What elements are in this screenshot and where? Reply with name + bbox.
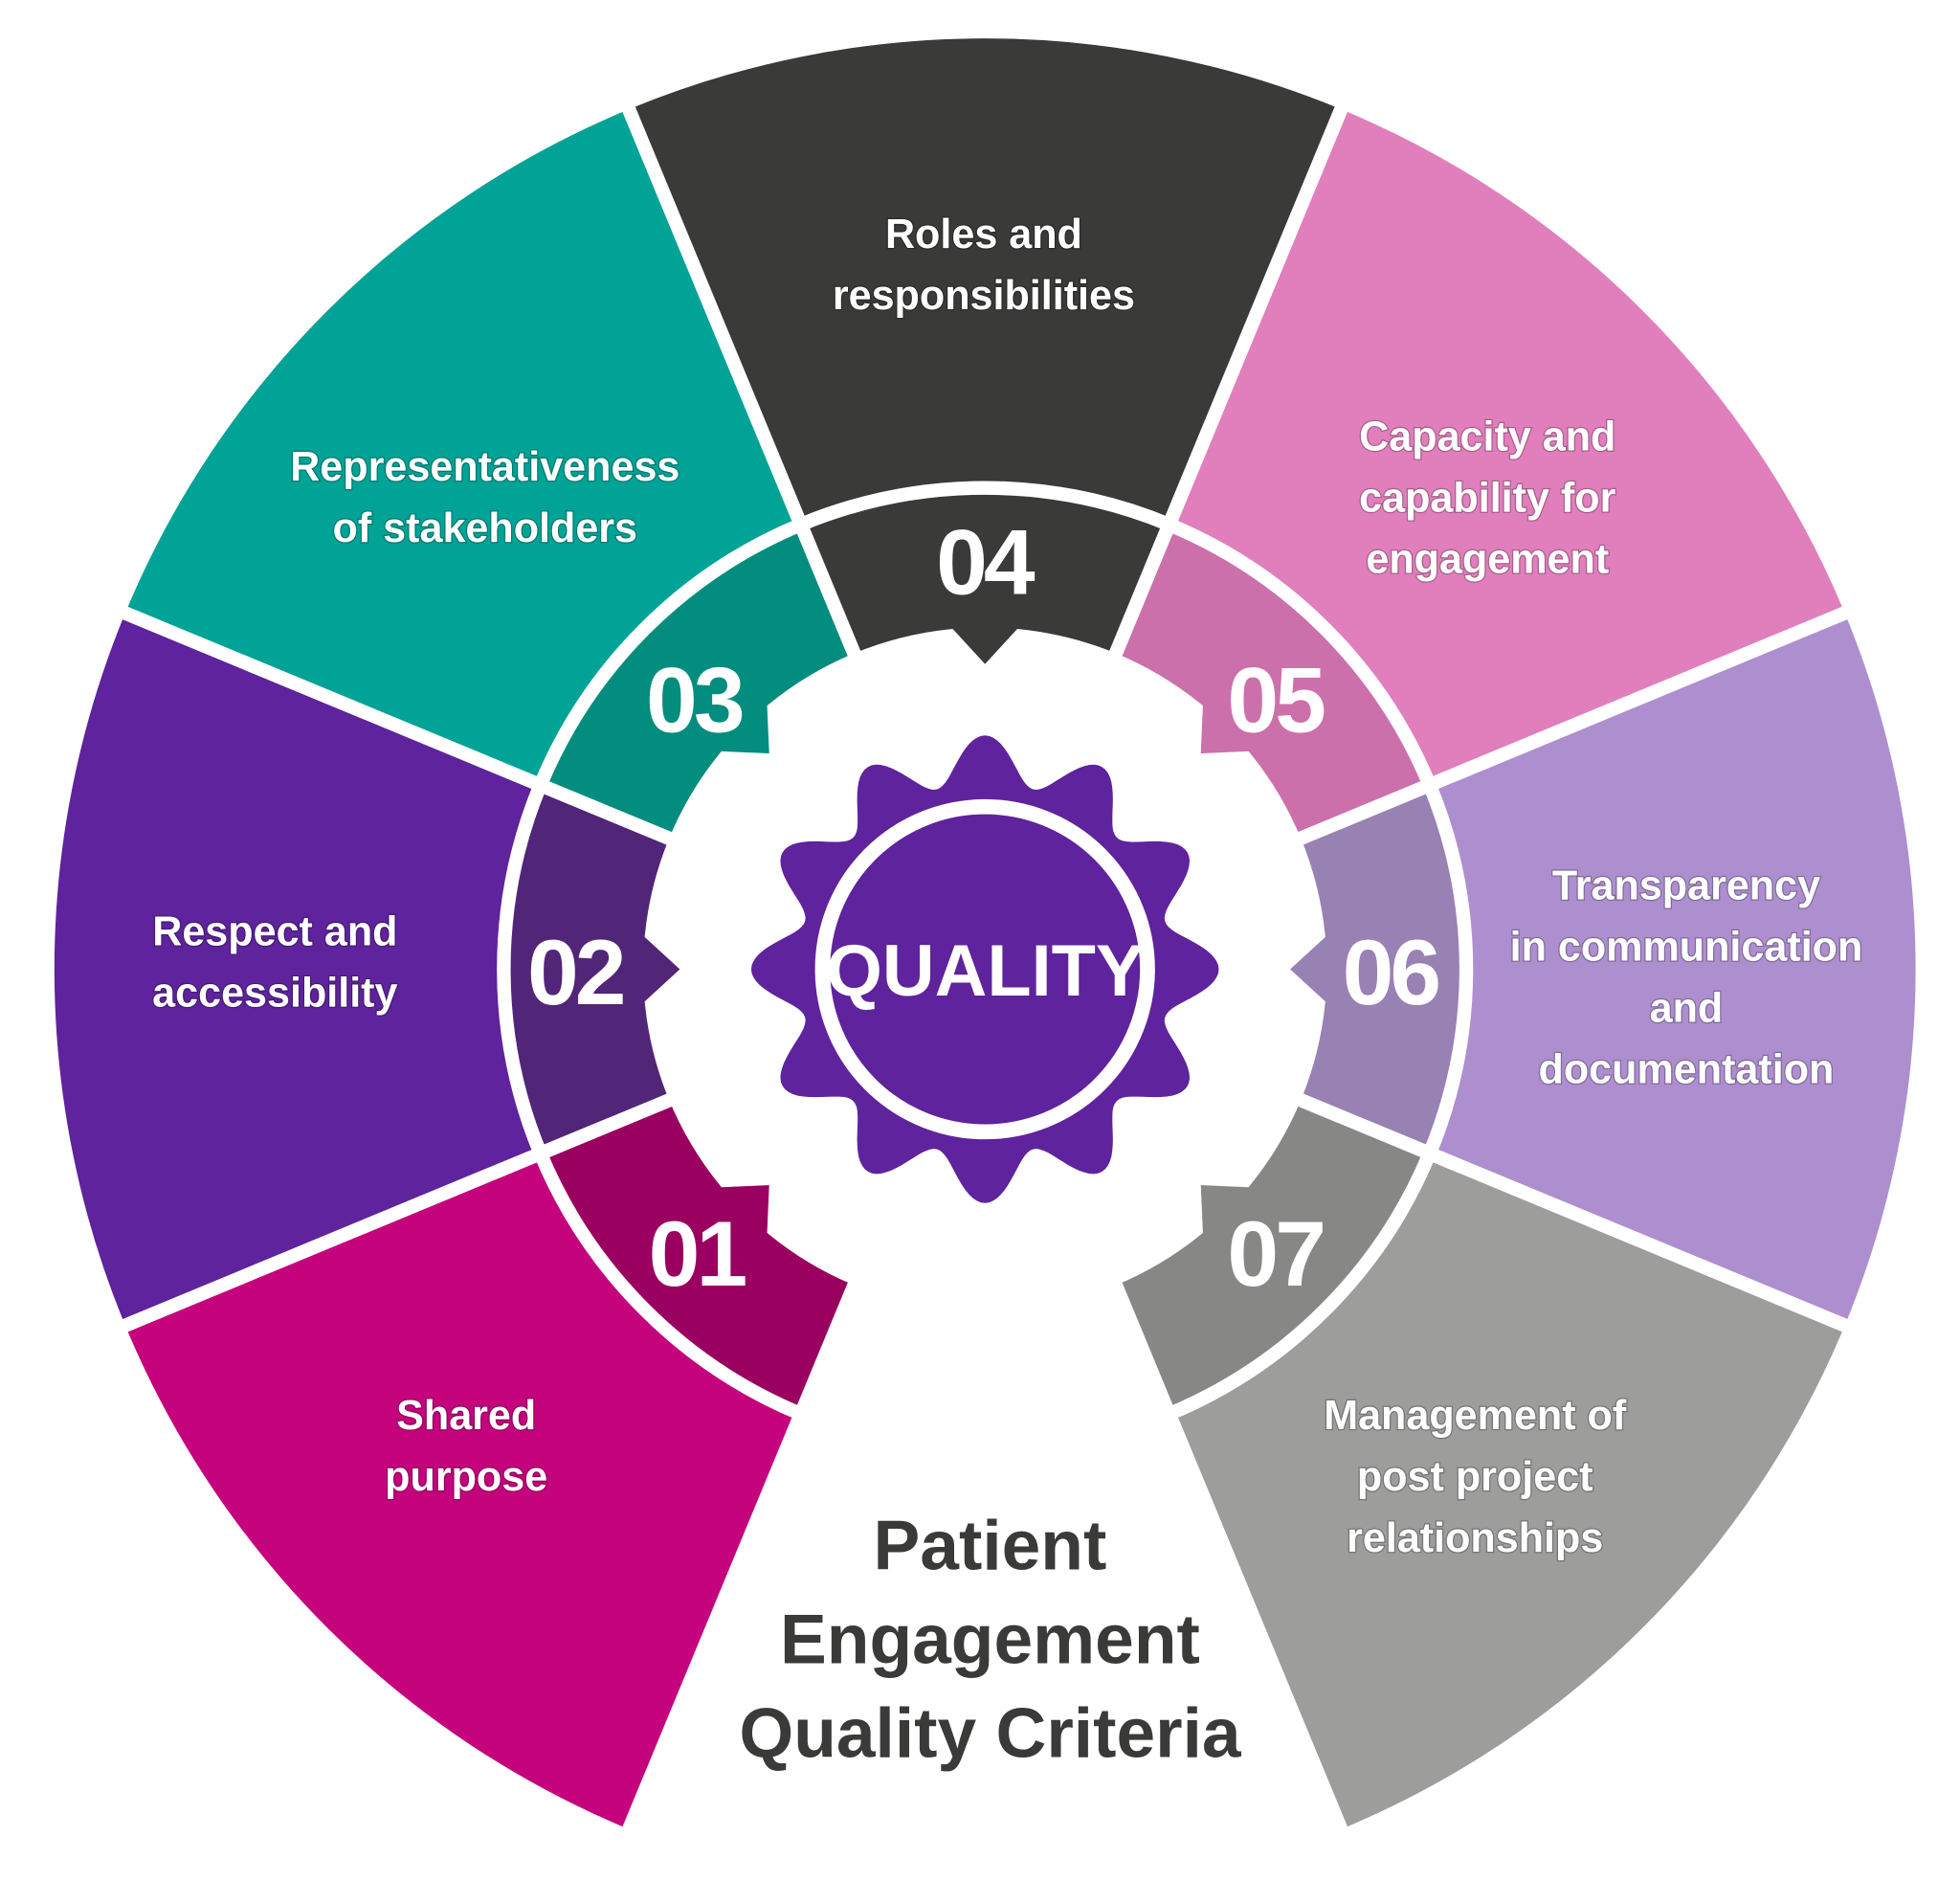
- quality-badge: QUALITY: [750, 735, 1219, 1203]
- segment-02: 02 Respect and accessibility: [40, 601, 701, 1337]
- center-label: QUALITY: [826, 930, 1144, 1012]
- segment-label: capability for: [1359, 475, 1615, 521]
- badge-ring: [814, 798, 1155, 1140]
- segment-label: accessibility: [152, 971, 397, 1017]
- segment-label: relationships: [1347, 1515, 1603, 1561]
- segment-label: Roles and: [885, 212, 1082, 258]
- segment-number: 05: [1227, 649, 1325, 751]
- diagram-title: Patient Engagement Quality Criteria: [739, 1507, 1242, 1772]
- segment-number: 02: [527, 922, 623, 1024]
- segment-label: post project: [1357, 1454, 1593, 1500]
- segment-03: 03 Representativeness of stakeholders: [109, 94, 866, 850]
- segment-04: 04 Roles and responsibilities: [616, 24, 1353, 684]
- segment-label: Transparency: [1552, 862, 1820, 908]
- segment-label: documentation: [1539, 1046, 1835, 1092]
- segment-label: and: [1650, 985, 1724, 1031]
- segment-label: Management of: [1324, 1393, 1627, 1439]
- segment-label: of stakeholders: [333, 505, 638, 551]
- segment-label: in communication: [1510, 924, 1863, 970]
- segment-number: 04: [936, 512, 1036, 615]
- segment-label: engagement: [1366, 536, 1609, 582]
- segment-label: Representativeness: [290, 444, 679, 490]
- segment-number: 07: [1227, 1203, 1323, 1306]
- segment-label: responsibilities: [833, 273, 1135, 319]
- segment-label: Respect and: [152, 909, 397, 955]
- segment-number: 06: [1343, 922, 1439, 1024]
- segment-number: 03: [646, 649, 743, 751]
- title-line: Engagement: [780, 1601, 1200, 1678]
- segment-label: Capacity and: [1359, 414, 1615, 460]
- segment-05: 05 Capacity and capability for engagement: [1103, 94, 1860, 850]
- title-line: Patient: [874, 1507, 1107, 1584]
- segment-number: 01: [649, 1203, 746, 1306]
- segment-06: 06 Transparency in communication and documen…: [1269, 601, 1929, 1337]
- title-line: Quality Criteria: [739, 1694, 1242, 1772]
- segment-label: Shared: [396, 1393, 536, 1439]
- segment-label: purpose: [385, 1454, 547, 1500]
- segment-inner-ring: [1103, 1088, 1439, 1423]
